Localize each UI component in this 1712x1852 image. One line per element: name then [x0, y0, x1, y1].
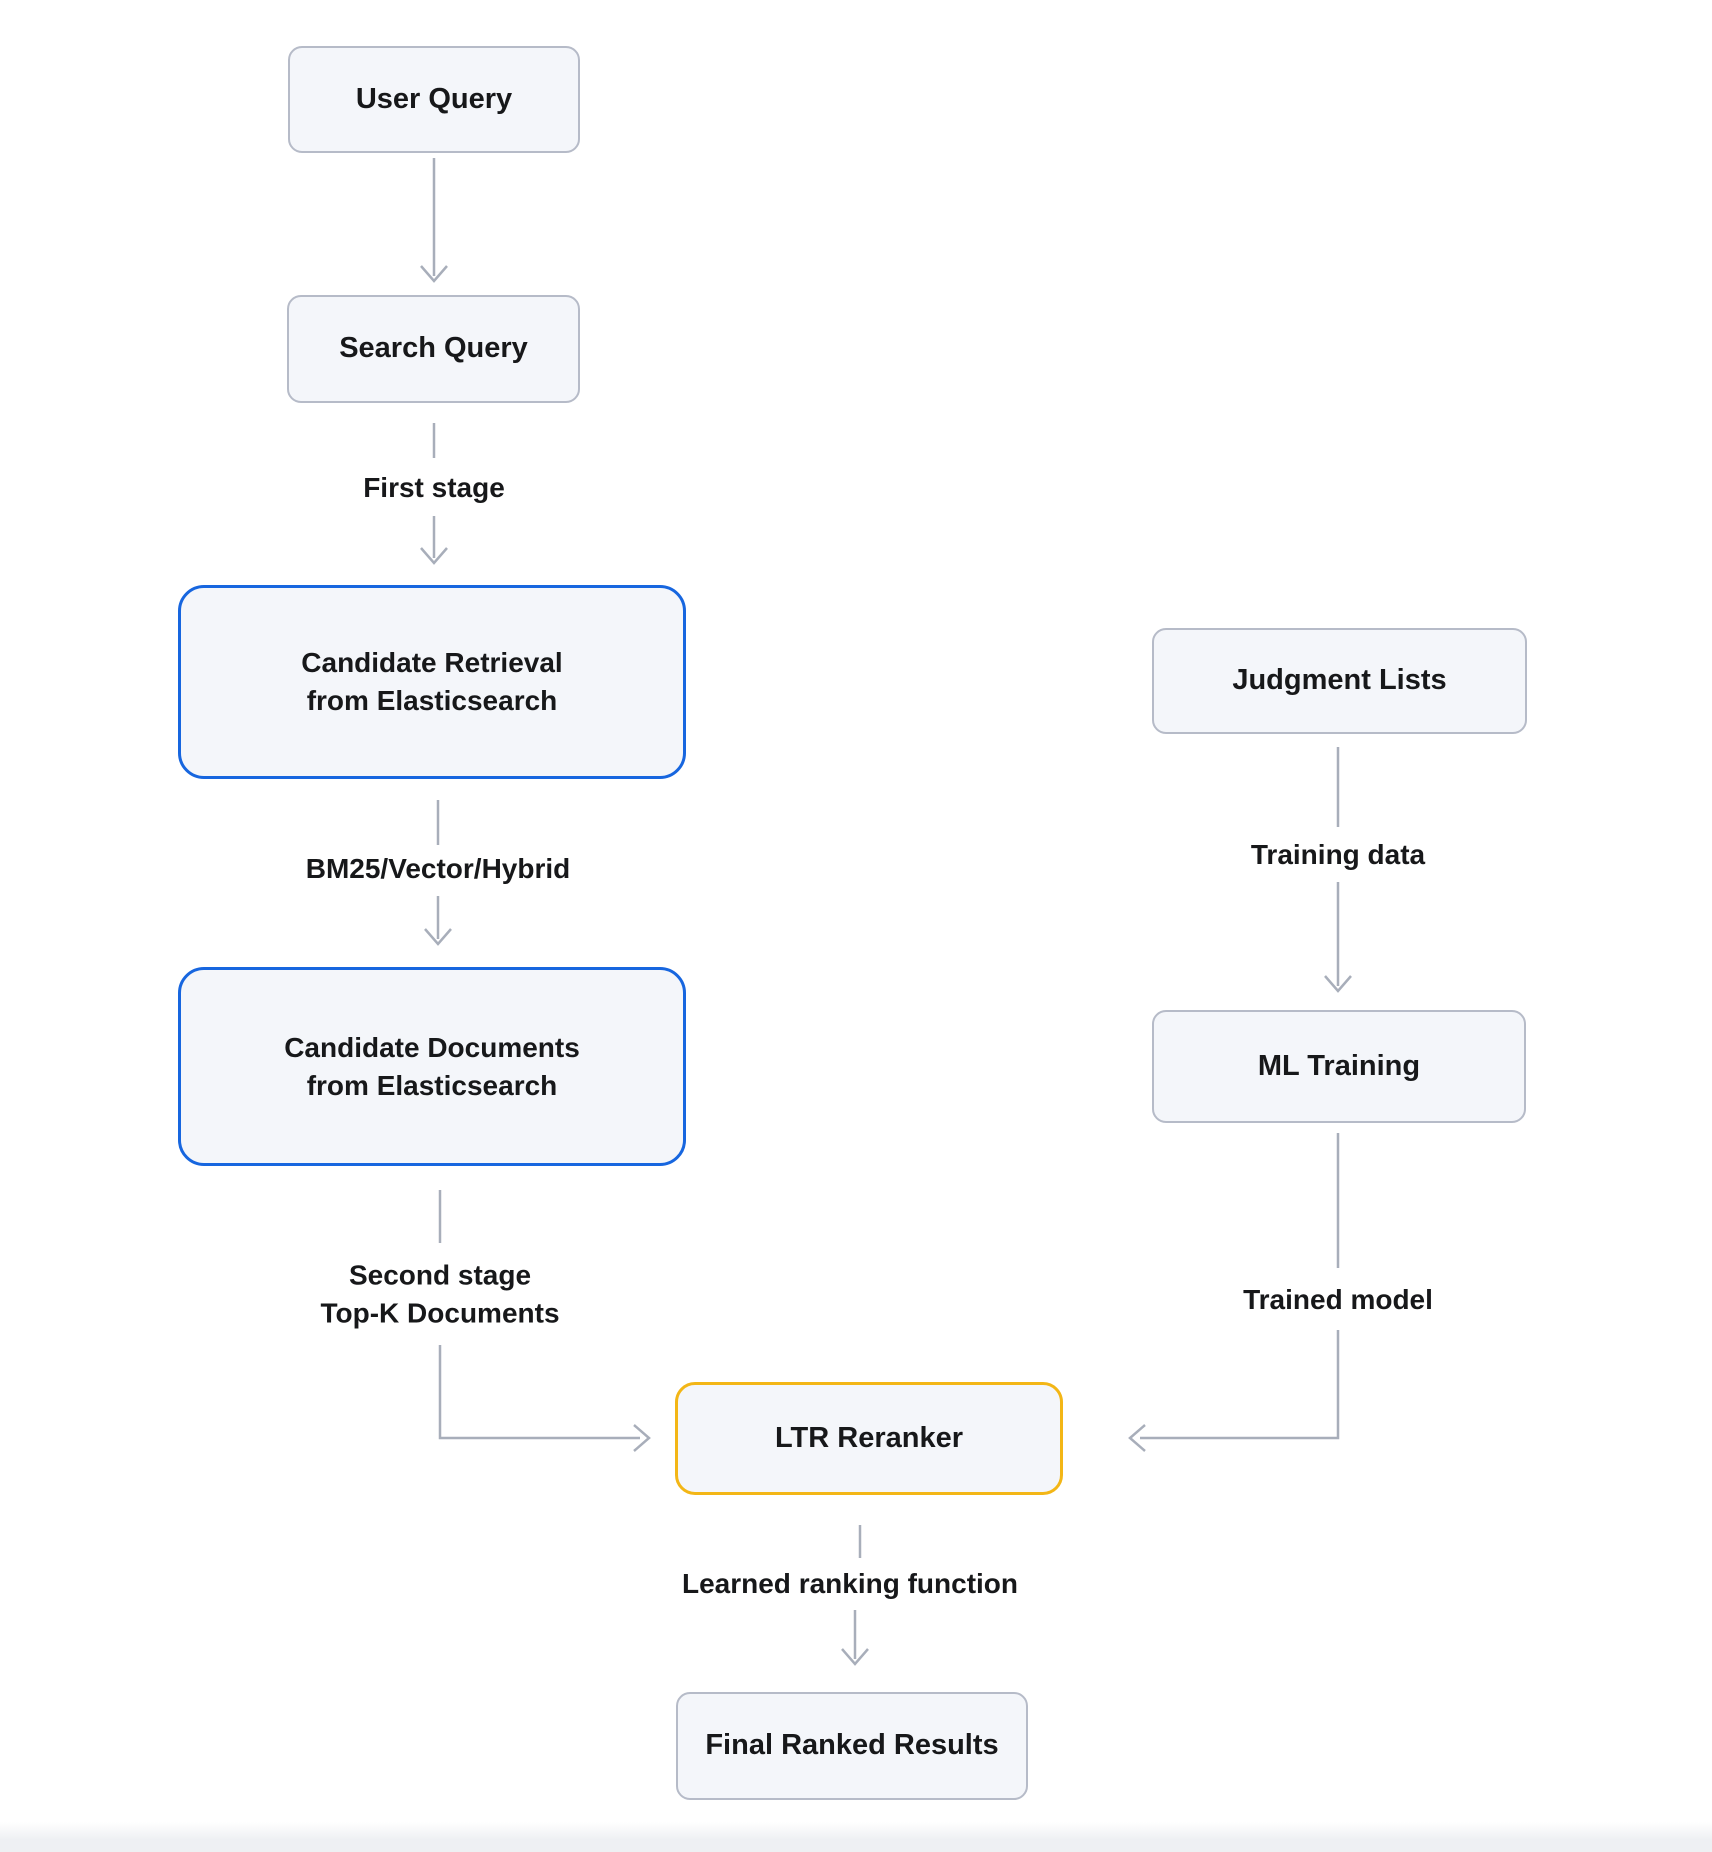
- edge-label-training-data: Training data: [1251, 836, 1425, 874]
- node-candidate-documents-label-line2: from Elasticsearch: [306, 1069, 558, 1101]
- node-candidate-retrieval-label-line1: Candidate Retrieval: [301, 647, 563, 679]
- node-ltr-reranker: LTR Reranker: [675, 1382, 1063, 1495]
- edge-label-second-stage-line1: Second stage: [348, 1259, 532, 1291]
- page-bottom-strip: [0, 1822, 1712, 1852]
- node-ml-training: ML Training: [1152, 1010, 1526, 1123]
- node-user-query: User Query: [288, 46, 580, 153]
- edge-label-retrieval-method: BM25/Vector/Hybrid: [306, 850, 571, 888]
- node-search-query: Search Query: [287, 295, 580, 403]
- edge-label-trained-model-text: Trained model: [1243, 1284, 1433, 1316]
- node-user-query-label: User Query: [355, 82, 513, 115]
- node-candidate-retrieval-label-line2: from Elasticsearch: [306, 685, 558, 716]
- node-candidate-retrieval: Candidate Retrieval from Elasticsearch: [178, 585, 686, 779]
- node-final-ranked-results: Final Ranked Results: [676, 1692, 1028, 1800]
- edge-label-first-stage: First stage: [363, 469, 505, 507]
- edge-label-learned-ranking-function-text: Learned ranking function: [681, 1568, 1019, 1600]
- node-search-query-label: Search Query: [339, 332, 528, 365]
- node-judgment-lists-label: Judgment Lists: [1232, 664, 1447, 697]
- arrow-user-query-to-search-query: [420, 158, 448, 283]
- node-candidate-documents: Candidate Documents from Elasticsearch: [178, 967, 686, 1166]
- edge-label-second-stage: Second stage Top-K Documents: [320, 1256, 559, 1331]
- edge-label-retrieval-method-text: BM25/Vector/Hybrid: [305, 853, 571, 885]
- node-judgment-lists: Judgment Lists: [1152, 628, 1527, 734]
- edge-label-first-stage-text: First stage: [363, 472, 505, 504]
- edge-label-learned-ranking-function: Learned ranking function: [682, 1565, 1018, 1603]
- edge-label-training-data-text: Training data: [1250, 839, 1426, 871]
- edge-label-trained-model: Trained model: [1243, 1281, 1433, 1319]
- node-ltr-reranker-label: LTR Reranker: [774, 1421, 964, 1454]
- node-final-ranked-results-label: Final Ranked Results: [705, 1729, 999, 1762]
- edge-label-second-stage-line2: Top-K Documents: [320, 1297, 560, 1328]
- node-candidate-documents-label-line1: Candidate Documents: [284, 1031, 580, 1063]
- node-ml-training-label: ML Training: [1257, 1049, 1421, 1082]
